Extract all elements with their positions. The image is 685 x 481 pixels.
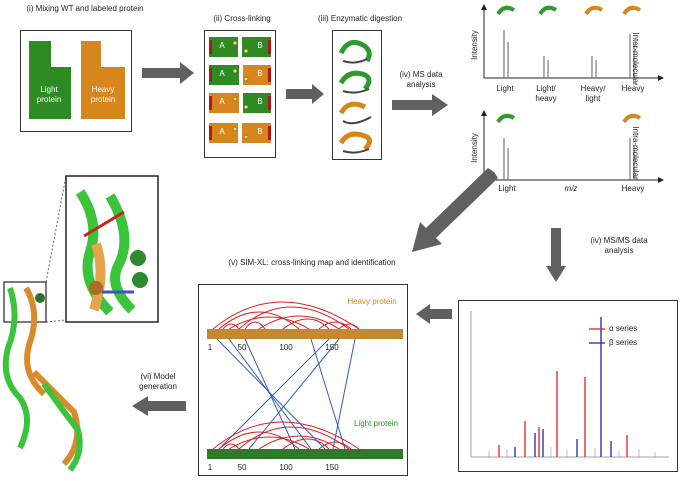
step-crosslinking-label: (ii) Cross-linking: [213, 14, 271, 23]
light-tick-100: 100: [279, 463, 293, 472]
ms-top-x-heavylight: Heavy/ light: [580, 84, 606, 103]
chain-b-2: B: [257, 69, 263, 78]
mixing-box: Light protein Heavy protein: [20, 30, 132, 132]
arrow-mix-to-crosslink: [142, 62, 194, 84]
crosslinking-box: A B A B A B A B: [204, 30, 276, 158]
pair-3: [209, 93, 271, 113]
step-model-label: (vi) Model generation: [139, 372, 177, 391]
light-protein-text: Light protein: [36, 85, 62, 104]
ms-bottom-x-mz: m/z: [564, 184, 578, 193]
inter-peaks: [503, 30, 635, 78]
light-tick-150: 150: [325, 463, 339, 472]
legend-beta: β series: [609, 338, 638, 347]
intra-peaks: [503, 138, 635, 180]
chain-a-1: A: [219, 41, 225, 50]
chain-a-2: A: [219, 69, 225, 78]
step-msms-label: (iv) MS/MS data analysis: [590, 236, 648, 255]
protein-model-graphic: [2, 175, 159, 472]
crosslink-map-graphic: [207, 301, 403, 459]
ms-bottom-ylabel: Intensity: [470, 133, 479, 163]
arrow-digestion-to-ms: [392, 94, 448, 116]
ms-bottom-x-heavy: Heavy: [621, 184, 645, 193]
light-tick-1: 1: [207, 463, 213, 472]
heavy-arcs: [212, 301, 360, 330]
pair-2: [209, 65, 271, 85]
pair-4: [209, 123, 271, 143]
heavy-tick-100: 100: [279, 343, 293, 352]
chain-b-4: B: [257, 127, 263, 136]
heavy-protein-map-label: Heavy protein: [347, 297, 397, 306]
ms-top-x-heavy: Heavy: [621, 84, 645, 93]
inter-links: [216, 338, 356, 450]
alpha-peaks: [498, 371, 628, 457]
beta-peaks: [514, 317, 612, 457]
heavy-protein-shape: [81, 41, 125, 119]
digestion-box: [332, 30, 382, 160]
mixing-proteins-graphic: [29, 41, 125, 119]
heavy-sequence-bar: [207, 329, 403, 339]
chain-b-1: B: [257, 41, 263, 50]
model-focus-frame: [3, 281, 47, 323]
chain-b-3: B: [257, 97, 263, 106]
arrow-map-to-model: [132, 396, 186, 416]
noise-peaks: [488, 447, 656, 457]
ms-top-x-lightheavy: Light/ heavy: [535, 84, 557, 103]
arrow-msms-to-map: [416, 304, 452, 324]
peptides-graphic: [338, 39, 373, 154]
heavy-protein-text: Heavy protein: [90, 85, 116, 104]
chain-a-4: A: [219, 127, 225, 136]
light-protein-map-label: Light protein: [353, 419, 399, 428]
simxl-map-box: Heavy protein Light protein 1 50 100 150…: [198, 284, 408, 476]
arrow-ms-to-simxl: [412, 168, 498, 252]
ms-bottom-x-light: Light: [498, 184, 516, 193]
peptide-icons: [496, 5, 642, 124]
light-tick-50: 50: [237, 463, 247, 472]
ms-top-ylabel: Intensity: [470, 30, 479, 60]
ms-top-x-light: Light: [496, 84, 514, 93]
step-digestion-label: (iii) Enzymatic digestion: [317, 14, 403, 23]
legend-alpha: α series: [609, 324, 638, 333]
ms-spectra-panel: [481, 4, 664, 183]
light-protein-shape: [29, 41, 71, 119]
msms-spectrum-box: α series β series: [458, 300, 678, 472]
pair-1: [209, 37, 271, 57]
step-mixing-label: (i) Mixing WT and labeled protein: [26, 4, 144, 13]
arrow-ms-to-msms: [546, 228, 566, 282]
step-simxl-label: (v) SIM-XL: cross-linking map and identi…: [228, 258, 396, 267]
arrow-crosslink-to-digestion: [286, 84, 324, 104]
step-ms-label: (iv) MS data analysis: [399, 70, 443, 89]
ms-bottom-side: Intra-molecular: [631, 126, 640, 180]
chain-a-3: A: [219, 97, 225, 106]
heavy-tick-150: 150: [325, 343, 339, 352]
heavy-tick-50: 50: [237, 343, 247, 352]
msms-spectrum-graphic: [470, 311, 669, 458]
light-sequence-bar: [207, 449, 403, 459]
heavy-tick-1: 1: [207, 343, 213, 352]
crosslink-pairs-graphic: [209, 37, 271, 143]
